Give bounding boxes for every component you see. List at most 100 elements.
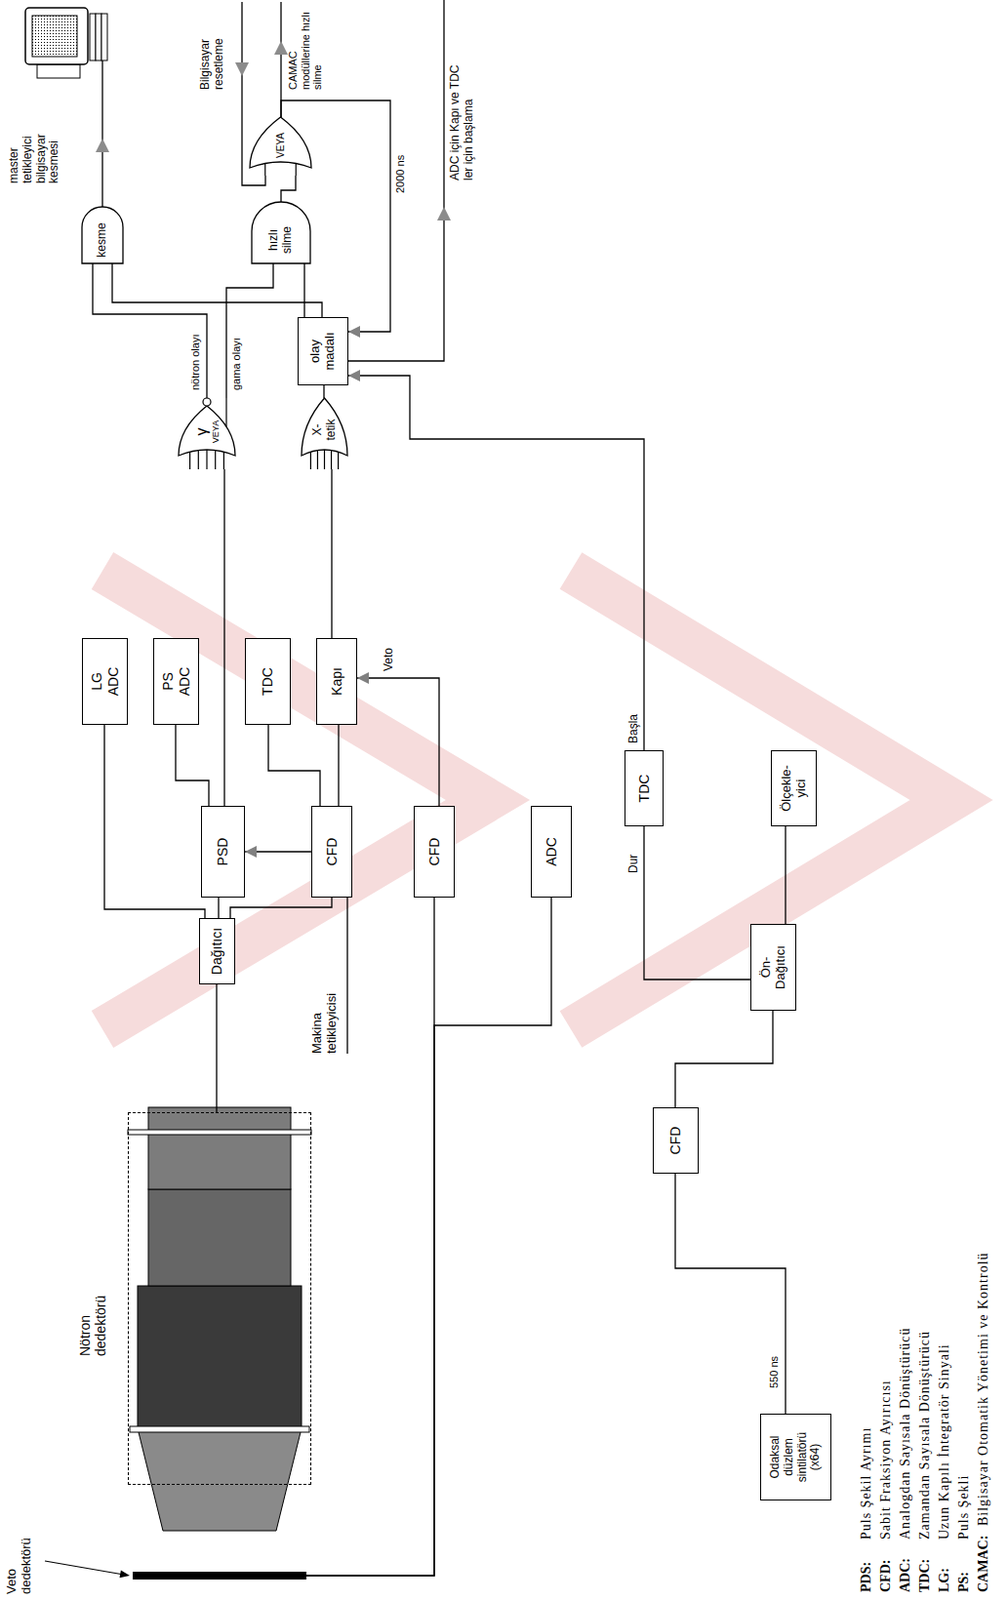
node-text-group: PS ADC xyxy=(160,662,192,702)
neutron-detector: Nötron dedektörü xyxy=(127,1112,312,1486)
gate-input-stub xyxy=(205,449,207,470)
node-label: TDC xyxy=(636,774,652,804)
and-gate: kesme xyxy=(81,206,123,264)
splitter-box: Ön- Dağıtıcı xyxy=(750,924,797,1011)
connector xyxy=(92,263,207,399)
detector-flange xyxy=(127,1129,312,1135)
connector xyxy=(112,263,323,318)
connector xyxy=(357,678,440,807)
clear-wire xyxy=(280,1,282,118)
node-text-group: LG ADC xyxy=(88,662,121,702)
port-name: Başla xyxy=(627,714,642,744)
abbreviation: PDS: xyxy=(858,1562,875,1593)
node-label: Nötron dedektörü xyxy=(77,1268,109,1357)
node-label: PS ADC xyxy=(160,662,192,702)
signal-name: Bilgisayar resetleme xyxy=(199,5,227,90)
signal-arrowhead xyxy=(437,206,451,221)
node-label: Kapı xyxy=(328,667,345,696)
computer-monitor xyxy=(25,7,88,65)
abbreviation-meaning: Zamandan Sayısala Dönüştürücü xyxy=(917,1330,933,1540)
adc-box: PS ADC xyxy=(153,638,200,726)
node-text-group: Veto dedektörü xyxy=(4,1516,35,1595)
gate-input-stub xyxy=(323,449,325,470)
watermark-band xyxy=(102,570,488,1030)
connector xyxy=(281,175,296,202)
leader-line xyxy=(44,1561,121,1575)
node-text-group: γVEYA xyxy=(193,420,222,444)
connector xyxy=(217,897,219,919)
abbreviation: ADC: xyxy=(897,1558,914,1593)
node-text-group: kesme xyxy=(95,222,110,257)
node-label: VEYA xyxy=(210,420,221,444)
gate-input-stub xyxy=(214,450,216,470)
connector xyxy=(322,385,324,399)
detector-taper xyxy=(137,1428,302,1532)
connector xyxy=(675,1010,773,1108)
node-text-group: TDC xyxy=(259,667,276,696)
node-text-group: CFD xyxy=(426,838,443,867)
abbreviation-meaning: Puls Şekil Ayrımı xyxy=(858,1427,875,1540)
node-text-group: Kapı xyxy=(328,667,345,696)
node-text-group: PSD xyxy=(214,838,231,867)
scaler-box: Ölçekle- yici xyxy=(770,750,817,827)
node-text-group: ADC xyxy=(543,837,560,867)
gate-start-wire xyxy=(348,0,444,362)
and-gate-outline xyxy=(81,206,123,264)
connector xyxy=(215,984,217,1113)
node-text-group: Dağıtıcı xyxy=(208,927,225,975)
node-text-group: hızlı silme xyxy=(267,220,295,260)
node-label: Odaksal düzlem sintilatörü (x64) xyxy=(768,1419,823,1496)
adc-box: ADC xyxy=(530,806,572,898)
node-text-group: Ön- Dağıtıcı xyxy=(759,933,789,1003)
computer-paper xyxy=(95,13,102,61)
node-text-group: TDC xyxy=(636,774,652,804)
node-text-group: Odaksal düzlem sintilatörü (x64) xyxy=(768,1419,823,1496)
node-label: LG ADC xyxy=(88,662,121,702)
connector xyxy=(223,469,225,807)
gate-input-stub xyxy=(189,451,191,470)
node-text-group: CFD xyxy=(323,838,340,867)
or-gate: X- tetik xyxy=(301,398,348,470)
abbreviation-meaning: Analogdan Sayısala Dönüştürücü xyxy=(897,1328,914,1540)
connector xyxy=(644,826,751,980)
interrupt-wire xyxy=(101,60,103,207)
node-label: ADC xyxy=(543,837,560,867)
node-label: Dağıtıcı xyxy=(208,927,225,975)
tdc-box: TDC xyxy=(624,750,664,827)
or-gate: γVEYA xyxy=(178,398,236,470)
node-label: VEYA xyxy=(275,132,287,159)
psd-box: PSD xyxy=(201,806,245,898)
gate-input-stub xyxy=(223,451,225,470)
connector xyxy=(244,850,312,852)
connector xyxy=(268,725,321,807)
signal-name: Makina tetikleyicisi xyxy=(310,966,340,1054)
adc-box: LG ADC xyxy=(81,638,128,726)
edge-label: 550 ns xyxy=(767,1354,781,1391)
inversion-bubble xyxy=(202,398,211,406)
or-gate-outline xyxy=(301,398,348,456)
node-label: hızlı silme xyxy=(267,220,295,260)
node-label: X- tetik xyxy=(311,413,339,447)
node-text-group: olay madalı xyxy=(308,324,338,379)
node-label: γ xyxy=(193,420,211,444)
node-label: CFD xyxy=(426,838,443,867)
cfd-box: CFD xyxy=(652,1107,699,1174)
gate-input-stub xyxy=(295,163,297,177)
signal-name: ADC için Kapı ve TDC ler için başlama xyxy=(448,61,477,181)
connector xyxy=(175,725,209,807)
detector-flange xyxy=(129,1426,310,1433)
gate-box: Kapı xyxy=(316,638,358,726)
gate-input-stub xyxy=(330,450,332,470)
trigger-wire xyxy=(346,897,348,1054)
gate-output-stub xyxy=(225,398,227,427)
signal-arrowhead xyxy=(274,40,288,55)
signal-arrowhead xyxy=(235,62,249,77)
connector xyxy=(337,725,339,807)
abbreviation-meaning: Bilgisayar Otomatik Yönetimi ve Kontrolü xyxy=(975,1251,992,1527)
scintillator-box: Odaksal düzlem sintilatörü (x64) xyxy=(760,1413,832,1501)
signal-name: CAMAC modüllerine hızlı silme xyxy=(286,5,324,90)
node-text-group: Nötron dedektörü xyxy=(77,1268,109,1357)
node-label: TDC xyxy=(259,667,276,696)
gate-input-stub xyxy=(264,163,266,177)
